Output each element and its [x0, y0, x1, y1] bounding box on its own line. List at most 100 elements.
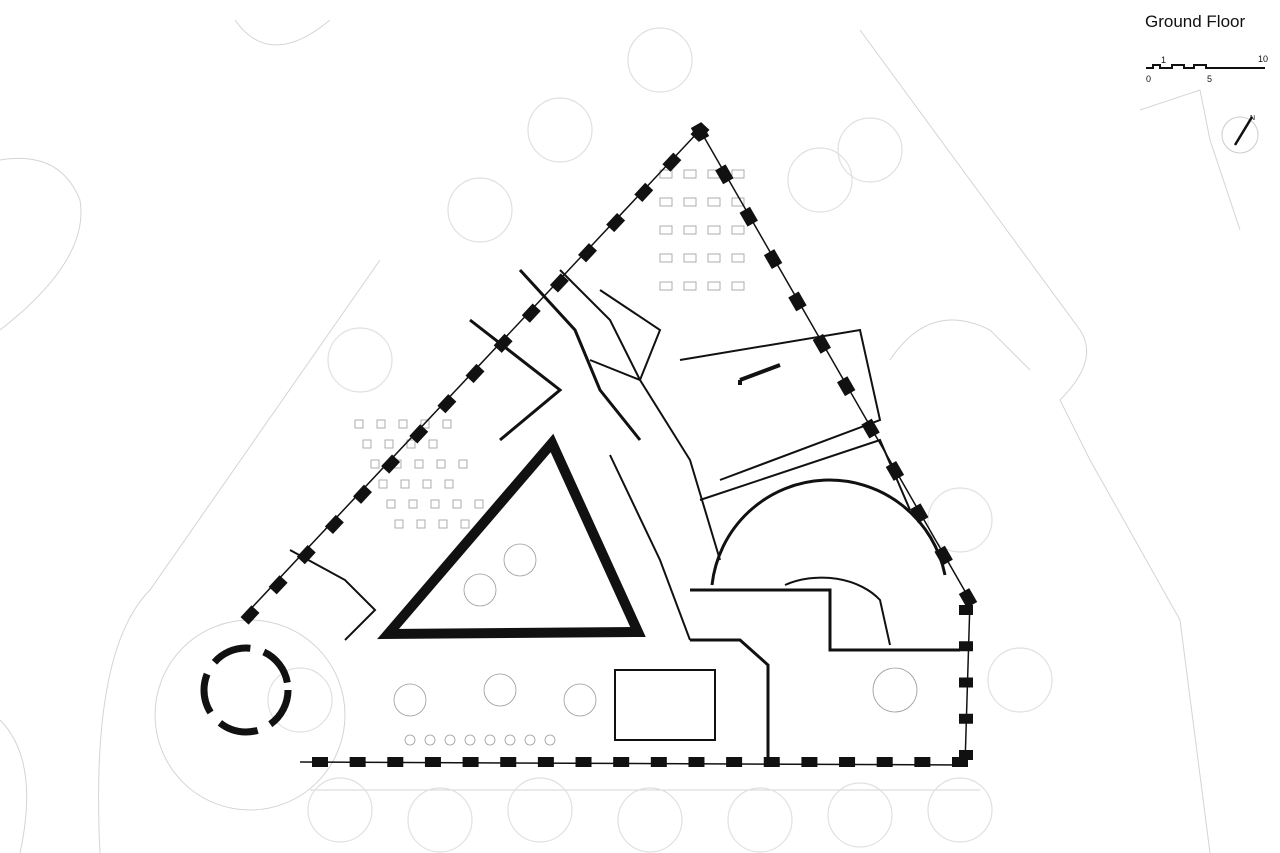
table — [428, 439, 438, 449]
table — [362, 439, 372, 449]
wall-pillar — [268, 575, 288, 595]
interior-wall — [699, 438, 911, 511]
table — [416, 519, 426, 529]
wall-pillar — [650, 757, 667, 767]
table — [420, 419, 430, 429]
curved-wall — [784, 576, 891, 646]
desk — [683, 169, 697, 179]
desk — [659, 169, 673, 179]
round-table — [563, 683, 597, 717]
table — [452, 499, 462, 509]
table — [386, 499, 396, 509]
chair — [464, 734, 476, 746]
tree-canopy — [447, 177, 513, 243]
tree-canopy — [827, 782, 893, 848]
wall-pillar — [312, 757, 328, 767]
tree-canopy — [617, 787, 683, 853]
wall-pillar — [739, 206, 758, 227]
wall-pillar — [836, 376, 856, 397]
wall-pillar — [349, 757, 366, 767]
wall-pillar — [387, 757, 404, 767]
table — [430, 499, 440, 509]
wall-pillar — [715, 164, 734, 185]
drawing-title: Ground Floor — [1145, 12, 1246, 31]
interior-wall — [690, 638, 770, 760]
chair — [444, 734, 456, 746]
table — [408, 499, 418, 509]
wall-pillar — [537, 757, 554, 767]
wall-pillar — [812, 333, 832, 354]
table — [354, 419, 364, 429]
wall-pillar — [788, 291, 807, 312]
wall-pillar — [437, 394, 457, 414]
tree-canopy — [267, 667, 333, 733]
wall-pillar — [934, 545, 953, 566]
wall-pillar — [634, 182, 654, 202]
wall-pillar — [613, 757, 630, 767]
round-table — [463, 573, 497, 607]
table — [406, 439, 416, 449]
desk — [707, 225, 721, 235]
desk — [731, 281, 745, 291]
courtyard-wall — [377, 433, 646, 640]
wall-pillar — [876, 757, 893, 767]
desk — [659, 225, 673, 235]
table — [414, 459, 424, 469]
wall-pillar — [462, 757, 479, 767]
chair — [484, 734, 496, 746]
desk — [731, 197, 745, 207]
scale-label-10: 10 — [1258, 54, 1269, 64]
north-label: N — [1250, 115, 1255, 122]
wall-pillar — [662, 152, 682, 172]
chair — [424, 734, 436, 746]
wall-pillar — [959, 750, 973, 760]
table — [370, 459, 380, 469]
wall-pillar — [959, 713, 973, 724]
wall-pillar — [726, 757, 743, 767]
table — [438, 519, 448, 529]
north-arrow-icon: N — [1221, 115, 1259, 154]
spiral-stair — [872, 667, 918, 713]
wall-pillar — [575, 757, 592, 767]
desk — [731, 253, 745, 263]
round-table — [393, 683, 427, 717]
wall-pillar — [521, 303, 541, 323]
desk — [707, 281, 721, 291]
desk — [683, 197, 697, 207]
chair — [504, 734, 516, 746]
partition — [739, 363, 781, 382]
desk — [659, 197, 673, 207]
interior-wall — [469, 318, 563, 442]
wall-pillar — [465, 363, 485, 384]
wall-pillar — [763, 249, 783, 270]
street-curb — [859, 29, 1211, 853]
desk — [659, 253, 673, 263]
interior-wall — [609, 454, 691, 641]
wall-pillar — [353, 484, 372, 504]
wall-pillar — [801, 757, 818, 767]
wall-pillar — [952, 757, 968, 767]
tree-canopy — [527, 97, 593, 163]
street-curb — [889, 319, 1031, 371]
round-table — [483, 673, 517, 707]
wall-pillar — [959, 605, 973, 615]
wall-pillar — [549, 273, 569, 293]
table — [458, 459, 468, 469]
desk — [731, 169, 745, 179]
rotunda-wall — [200, 644, 292, 736]
wall-pillar — [409, 424, 429, 444]
wall-pillar — [424, 757, 441, 767]
wall-pillar — [959, 677, 973, 688]
tree-canopy — [327, 327, 393, 393]
tree-canopy — [407, 787, 473, 853]
wall-pillar — [690, 122, 710, 142]
table — [398, 419, 408, 429]
tree-canopy — [727, 787, 793, 853]
desk — [707, 253, 721, 263]
street-curb — [0, 157, 82, 331]
chair — [524, 734, 536, 746]
tree-canopy — [927, 487, 993, 553]
table — [442, 419, 452, 429]
round-table — [503, 543, 537, 577]
street-curb — [98, 259, 381, 853]
